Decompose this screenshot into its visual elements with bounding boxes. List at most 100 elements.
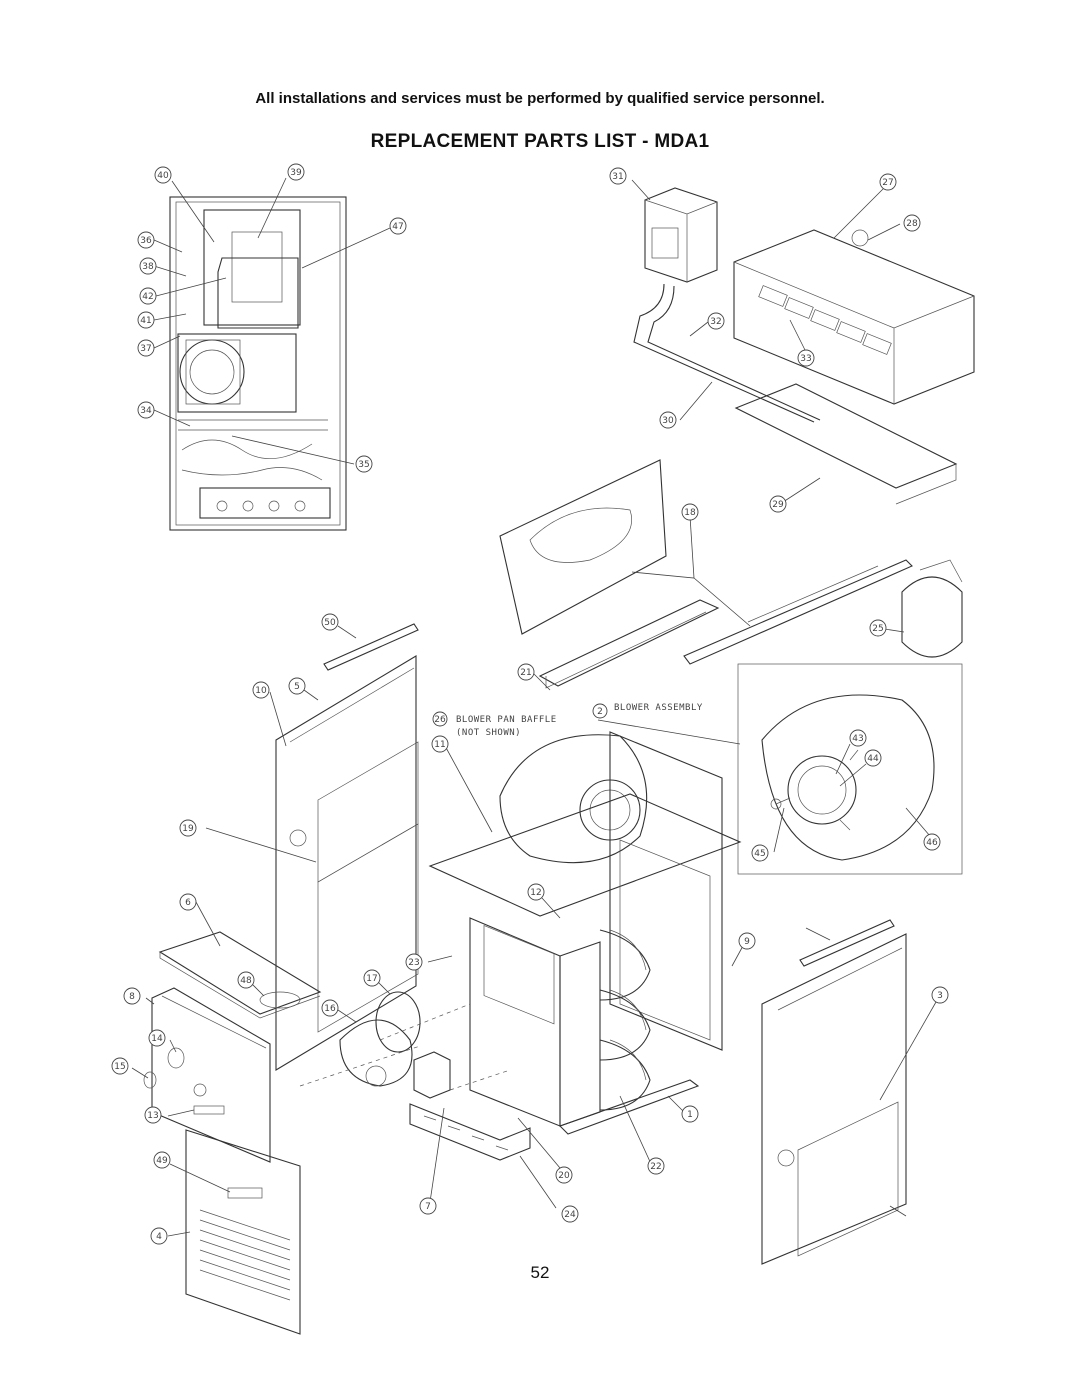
leader-lines (131, 177, 937, 1237)
callout-37 (137, 339, 155, 357)
note-blower-assembly: 2 BLOWER ASSEMBLY (592, 703, 703, 719)
callout-3 (931, 986, 949, 1004)
note-blower-assembly-line1: BLOWER ASSEMBLY (614, 703, 703, 713)
callout-20 (555, 1166, 573, 1184)
callout-18-label: 18 (684, 508, 696, 518)
callout-5 (288, 677, 306, 695)
callout-27 (879, 173, 897, 191)
callout-18 (681, 503, 699, 521)
callout-39-label: 39 (290, 168, 302, 178)
callout-38 (139, 257, 157, 275)
callout-23-label: 23 (408, 958, 419, 968)
callout-46-label: 46 (926, 838, 938, 848)
callout-19-label: 19 (182, 824, 194, 834)
callout-9-label: 9 (744, 937, 750, 947)
callout-39 (287, 163, 305, 181)
callout-45-label: 45 (754, 849, 765, 859)
page-title: REPLACEMENT PARTS LIST - MDA1 (370, 131, 710, 152)
callout-41 (137, 311, 155, 329)
callout-24 (561, 1205, 579, 1223)
callout-16 (321, 999, 339, 1017)
furnace-exploded-view (143, 623, 907, 1335)
callout-41-label: 41 (140, 316, 151, 326)
callout-43 (849, 729, 867, 747)
callout-29 (769, 495, 787, 513)
callout-46 (923, 833, 941, 851)
burner-assembly-view (633, 187, 975, 505)
callout-36-label: 36 (140, 236, 152, 246)
callout-34-label: 34 (140, 406, 152, 416)
callout-40-label: 40 (157, 171, 169, 181)
callout-11-label: 11 (434, 740, 445, 750)
callout-12-label: 12 (530, 888, 541, 898)
callout-48-label: 48 (240, 976, 252, 986)
filter-and-baffle-view (499, 459, 963, 689)
callout-20-label: 20 (558, 1171, 570, 1181)
safety-notice: All installations and services must be p… (255, 90, 825, 107)
callout-35-label: 35 (358, 460, 369, 470)
callout-11 (431, 735, 449, 753)
callout-48 (237, 971, 255, 989)
callout-50 (321, 613, 339, 631)
callout-7-label: 7 (425, 1202, 431, 1212)
callout-49-label: 49 (156, 1156, 168, 1166)
callout-1-label: 1 (687, 1110, 693, 1120)
callout-8-label: 8 (129, 992, 135, 1002)
callout-17 (363, 969, 381, 987)
note-blower-pan-baffle-line1: BLOWER PAN BAFFLE (456, 715, 557, 725)
callout-47-label: 47 (392, 222, 403, 232)
callout-13-label: 13 (147, 1111, 158, 1121)
callout-27-label: 27 (882, 178, 893, 188)
callout-26-label: 26 (434, 715, 446, 725)
callout-2 (592, 703, 608, 719)
callout-6 (179, 893, 197, 911)
callout-25 (869, 619, 887, 637)
callout-32 (707, 312, 725, 330)
callout-3-label: 3 (937, 991, 943, 1001)
callout-47 (389, 217, 407, 235)
callout-36 (137, 231, 155, 249)
callout-26 (432, 711, 448, 727)
callout-10-label: 10 (255, 686, 267, 696)
furnace-front-view (169, 196, 347, 531)
callout-2-label: 2 (597, 707, 603, 717)
callout-17-label: 17 (366, 974, 377, 984)
callout-38-label: 38 (142, 262, 154, 272)
callout-42-label: 42 (142, 292, 153, 302)
callout-42 (139, 287, 157, 305)
callout-6-label: 6 (185, 898, 191, 908)
callout-29-label: 29 (772, 500, 784, 510)
callout-21 (517, 663, 535, 681)
callout-34 (137, 401, 155, 419)
callout-4 (150, 1227, 168, 1245)
callout-50-label: 50 (324, 618, 336, 628)
callout-7 (419, 1197, 437, 1215)
callout-8 (123, 987, 141, 1005)
callout-1 (681, 1105, 699, 1123)
note-blower-pan-baffle: 26 BLOWER PAN BAFFLE (NOT SHOWN) (432, 711, 557, 738)
callout-19 (179, 819, 197, 837)
callout-31-label: 31 (612, 172, 623, 182)
callout-14 (148, 1029, 166, 1047)
callout-16-label: 16 (324, 1004, 336, 1014)
callout-15 (111, 1057, 129, 1075)
callout-13 (144, 1106, 162, 1124)
callout-33 (797, 349, 815, 367)
callout-40 (154, 166, 172, 184)
blower-detail-view (737, 663, 963, 875)
callout-28-label: 28 (906, 219, 918, 229)
callout-37-label: 37 (140, 344, 151, 354)
callout-12 (527, 883, 545, 901)
callout-33-label: 33 (800, 354, 811, 364)
callout-24-label: 24 (564, 1210, 576, 1220)
callout-45 (751, 844, 769, 862)
callout-30-label: 30 (662, 416, 674, 426)
callout-31 (609, 167, 627, 185)
callout-32-label: 32 (710, 317, 721, 327)
callout-14-label: 14 (151, 1034, 163, 1044)
callout-44 (864, 749, 882, 767)
callout-4-label: 4 (156, 1232, 162, 1242)
callout-5-label: 5 (294, 682, 300, 692)
callout-15-label: 15 (114, 1062, 125, 1072)
